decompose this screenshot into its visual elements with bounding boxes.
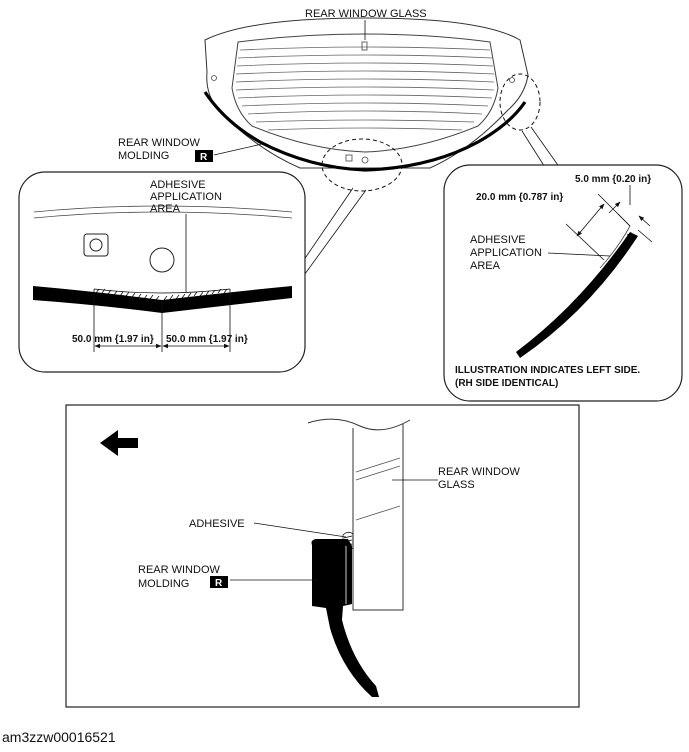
callout-circle-side <box>499 73 541 131</box>
molding-band <box>33 286 292 313</box>
figure-id-caption: am3zzw00016521 <box>2 729 116 745</box>
side-dim-arrow-outer-a <box>608 201 621 214</box>
mount-hole-right <box>509 77 515 83</box>
r-badge-cross-section-text: R <box>215 578 223 589</box>
glass-break-1 <box>355 457 401 473</box>
rear-window-molding <box>203 91 527 172</box>
cs-molding-label-2: MOLDING <box>138 578 189 590</box>
front-direction-arrow-icon <box>100 430 138 456</box>
glass-edge-line-2 <box>33 211 293 219</box>
side-detail-frame <box>443 164 683 402</box>
adhesive-area <box>93 288 231 301</box>
molding-leader <box>213 143 263 156</box>
side-molding <box>516 232 638 358</box>
center-adhesive-label-2: APPLICATION <box>150 191 222 203</box>
side-adhesive-label-1: ADHESIVE <box>470 234 526 246</box>
rear-window-glass <box>231 33 499 153</box>
side-dim-ext-3 <box>637 229 653 243</box>
defogger-lines <box>235 46 495 131</box>
r-badge-cross-section <box>210 576 228 588</box>
body-panel-edge <box>307 418 411 431</box>
cross-section-view: REAR WINDOW GLASS ADHESIVE REAR WINDOW M… <box>65 404 580 708</box>
center-adhesive-label-3: AREA <box>150 203 181 215</box>
glass-break-3 <box>355 505 401 521</box>
cs-molding-label-1: REAR WINDOW <box>138 564 221 576</box>
cs-glass-label-1: REAR WINDOW <box>438 466 521 478</box>
dim-left-label: 50.0 mm {1.97 in} <box>72 334 154 345</box>
side-adhesive-leader <box>547 252 611 257</box>
glass-break-2 <box>355 465 401 481</box>
center-adhesive-label-1: ADHESIVE <box>150 179 206 191</box>
side-note-line1: ILLUSTRATION INDICATES LEFT SIDE. <box>455 365 640 376</box>
cs-adhesive-label: ADHESIVE <box>189 518 245 530</box>
side-dim-arrow-outer-b <box>638 215 651 227</box>
mount-hole-left <box>211 75 217 81</box>
side-note-line2: (RH SIDE IDENTICAL) <box>455 378 558 389</box>
glass-label: REAR WINDOW GLASS <box>305 8 427 20</box>
lamp-mount-box <box>345 154 353 162</box>
cs-glass-label-2: GLASS <box>438 479 475 491</box>
side-dim-inner-label: 20.0 mm {0.787 in} <box>476 192 563 203</box>
mount-hole <box>149 247 175 273</box>
callout-leader-center-a <box>296 187 354 271</box>
molding-label-line1: REAR WINDOW <box>118 137 201 149</box>
side-dim-arrow-inner <box>576 203 605 237</box>
r-badge-top-text: R <box>200 152 208 163</box>
lamp-mount-hole <box>361 156 369 164</box>
mount-box <box>83 233 109 257</box>
side-dim-outer-label: 5.0 mm {0.20 in} <box>575 174 651 185</box>
glass-section <box>352 424 404 611</box>
side-adhesive-area <box>603 232 633 269</box>
side-adhesive-label-2: APPLICATION <box>470 247 542 259</box>
r-badge-top <box>195 150 213 162</box>
callout-circle-center <box>321 138 403 192</box>
mount-box-hole <box>89 238 103 252</box>
callout-leader-side-b <box>530 126 561 169</box>
side-adhesive-label-3: AREA <box>470 260 501 272</box>
molding-label-line2: MOLDING <box>118 150 169 162</box>
side-glass-edge <box>599 225 631 269</box>
side-dim-ext-1 <box>565 223 605 261</box>
dim-right-label: 50.0 mm {1.97 in} <box>166 334 248 345</box>
side-detail: 5.0 mm {0.20 in} 20.0 mm {0.787 in} ADHE… <box>443 126 683 402</box>
center-detail: ADHESIVE APPLICATION AREA 50.0 mm {1.97 … <box>18 171 367 373</box>
callout-leader-center-b <box>301 189 367 279</box>
rear-window-top-view: REAR WINDOW GLASS REAR WINDOW MOLDING R <box>118 8 541 192</box>
glass-edge-line-1 <box>33 205 293 213</box>
side-dim-ext-4 <box>617 213 631 227</box>
molding-section <box>311 539 379 697</box>
cs-adhesive-leader <box>253 522 347 538</box>
glass-tab <box>361 41 368 51</box>
